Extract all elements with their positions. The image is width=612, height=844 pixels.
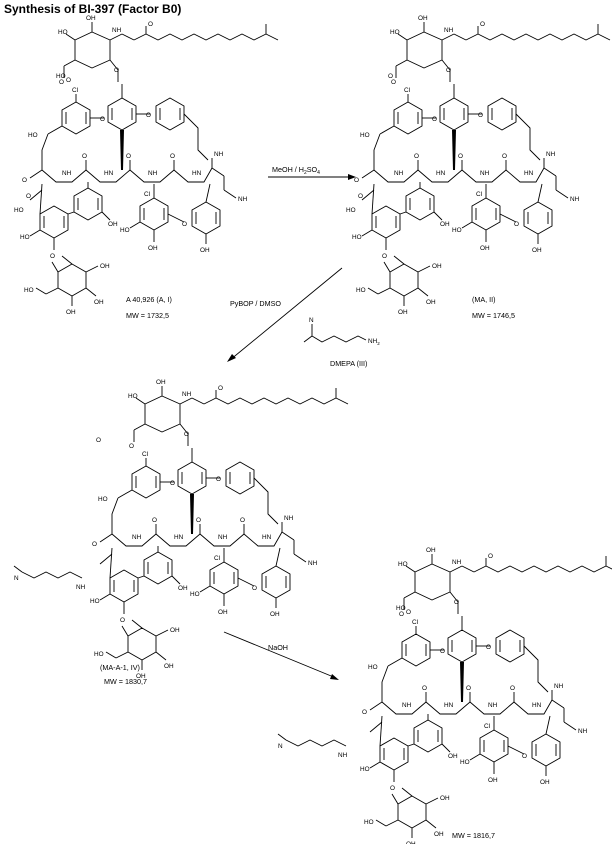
reaction-arrow-step1: [268, 174, 356, 180]
structure-compound-IV: O: [89, 378, 349, 681]
structure-compound-final: HO O: [359, 546, 612, 844]
compound-II-mw: MW = 1746,5: [472, 311, 515, 320]
compound-II-name: (MA, II): [472, 295, 496, 304]
svg-text:HO: HO: [56, 73, 66, 80]
svg-text:N: N: [309, 317, 314, 324]
svg-text:HO: HO: [14, 207, 24, 214]
svg-text:O: O: [96, 437, 101, 444]
compound-IV-mw: MW = 1830,7: [104, 677, 147, 686]
svg-text:O: O: [388, 73, 393, 80]
svg-text:O: O: [358, 193, 363, 200]
reagent-step3: NaOH: [268, 643, 288, 652]
reagent-step1: MeOH / H2SO4: [272, 165, 320, 176]
structure-dmepa: N NH2: [303, 317, 380, 346]
svg-text:O: O: [26, 193, 31, 200]
compound-IV-name: (MA-A-1, IV): [100, 663, 140, 672]
reaction-arrow-step2: [227, 267, 343, 362]
svg-text:HO: HO: [346, 207, 356, 214]
svg-text:N: N: [14, 575, 19, 582]
reaction-arrow-step3: [223, 631, 339, 680]
svg-text:HO: HO: [396, 605, 406, 612]
scheme-title: Synthesis of BI-397 (Factor B0): [4, 2, 181, 16]
svg-text:NH: NH: [76, 584, 86, 591]
structure-compound-II: O HO O: [346, 14, 611, 317]
svg-text:O: O: [66, 77, 71, 84]
svg-text:O: O: [406, 609, 411, 616]
svg-text:N: N: [278, 743, 283, 750]
amide-side-chain-IV: N NH: [13, 565, 86, 591]
structure-compound-I: HO O HO O: [14, 14, 279, 317]
compound-I-name: A 40,926 (A, I): [126, 295, 172, 304]
compound-I-mw: MW = 1732,5: [126, 311, 169, 320]
svg-text:NH2: NH2: [368, 338, 380, 346]
amide-side-chain-final: N NH: [277, 733, 348, 759]
svg-text:NH: NH: [338, 752, 348, 759]
compound-final-mw: MW = 1816,7: [452, 831, 495, 840]
reagent-step2: PyBOP / DMSO: [230, 299, 281, 308]
reagent-dmepa: DMEPA (III): [330, 359, 367, 368]
